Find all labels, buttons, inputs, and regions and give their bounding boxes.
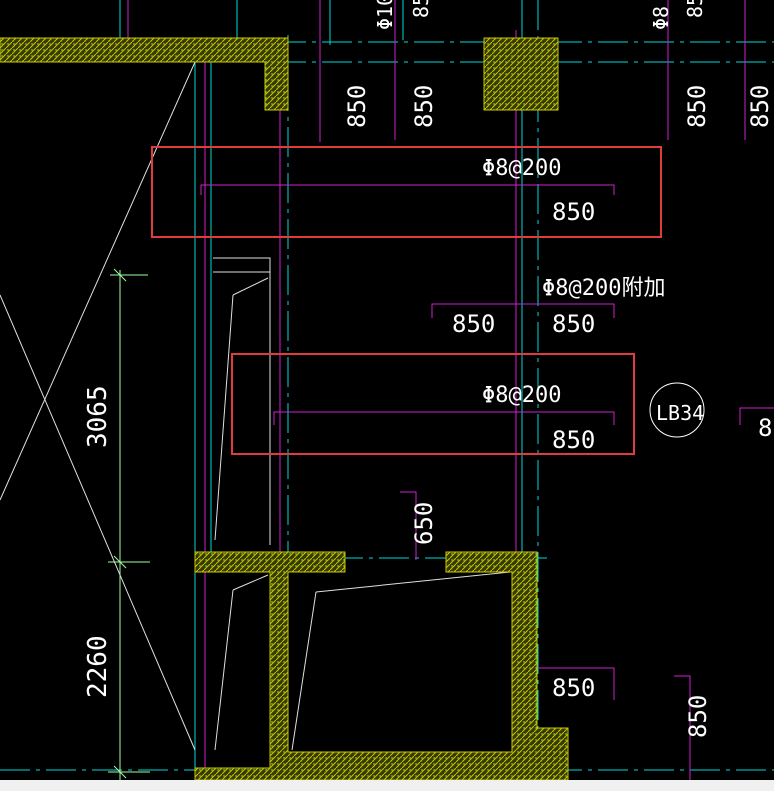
dim-middle-right: 850 bbox=[552, 310, 595, 338]
dim-right-edge: 85 bbox=[758, 414, 774, 442]
construction-lines bbox=[0, 61, 511, 751]
dimension-texts: 850 850 850 850 85 850 850 850 850 850 6… bbox=[83, 85, 774, 738]
rebar-label-upper: Φ8@200 bbox=[482, 156, 561, 181]
dim-vertical-650: 650 bbox=[410, 502, 438, 545]
dim-span-upper: 3065 bbox=[83, 385, 113, 448]
dim-top-left-a: 850 bbox=[343, 85, 371, 128]
rebar-label-middle: Φ8@200附加 bbox=[542, 276, 665, 301]
dim-lower-bar: 850 bbox=[552, 426, 595, 454]
dim-lower-right: 850 bbox=[552, 674, 595, 702]
dim-bottom-right: 850 bbox=[684, 695, 712, 738]
top-labels: Φ10 85 Φ8 85 bbox=[373, 0, 707, 30]
top-label-2: 85 bbox=[409, 0, 433, 18]
highlight-box-upper bbox=[151, 146, 662, 238]
walls bbox=[0, 37, 569, 781]
column-top-middle bbox=[483, 37, 559, 111]
wall-top-left bbox=[0, 37, 289, 111]
top-label-1: Φ10 bbox=[373, 0, 397, 30]
top-label-3: Φ8 bbox=[649, 6, 673, 30]
magenta-lines bbox=[127, 0, 774, 780]
rebar-label-lower: Φ8@200 bbox=[482, 383, 561, 408]
dim-top-left-b: 850 bbox=[410, 85, 438, 128]
dim-span-lower: 2260 bbox=[83, 635, 113, 698]
highlight-box-lower bbox=[231, 353, 635, 455]
dim-top-right-b: 850 bbox=[746, 85, 774, 128]
rebar-labels: Φ8@200 Φ8@200附加 Φ8@200 bbox=[482, 156, 665, 408]
dim-top-right-a: 850 bbox=[683, 85, 711, 128]
slab-tag-label: LB34 bbox=[656, 401, 704, 425]
bottom-strip bbox=[0, 780, 774, 791]
highlight-boxes bbox=[151, 146, 662, 455]
dim-upper-bar: 850 bbox=[552, 198, 595, 226]
dimension-lines bbox=[108, 268, 150, 780]
wall-bottom bbox=[194, 551, 569, 781]
slab-tag-circle bbox=[649, 382, 705, 438]
dim-middle-left: 850 bbox=[452, 310, 495, 338]
top-label-4: 85 bbox=[683, 0, 707, 18]
